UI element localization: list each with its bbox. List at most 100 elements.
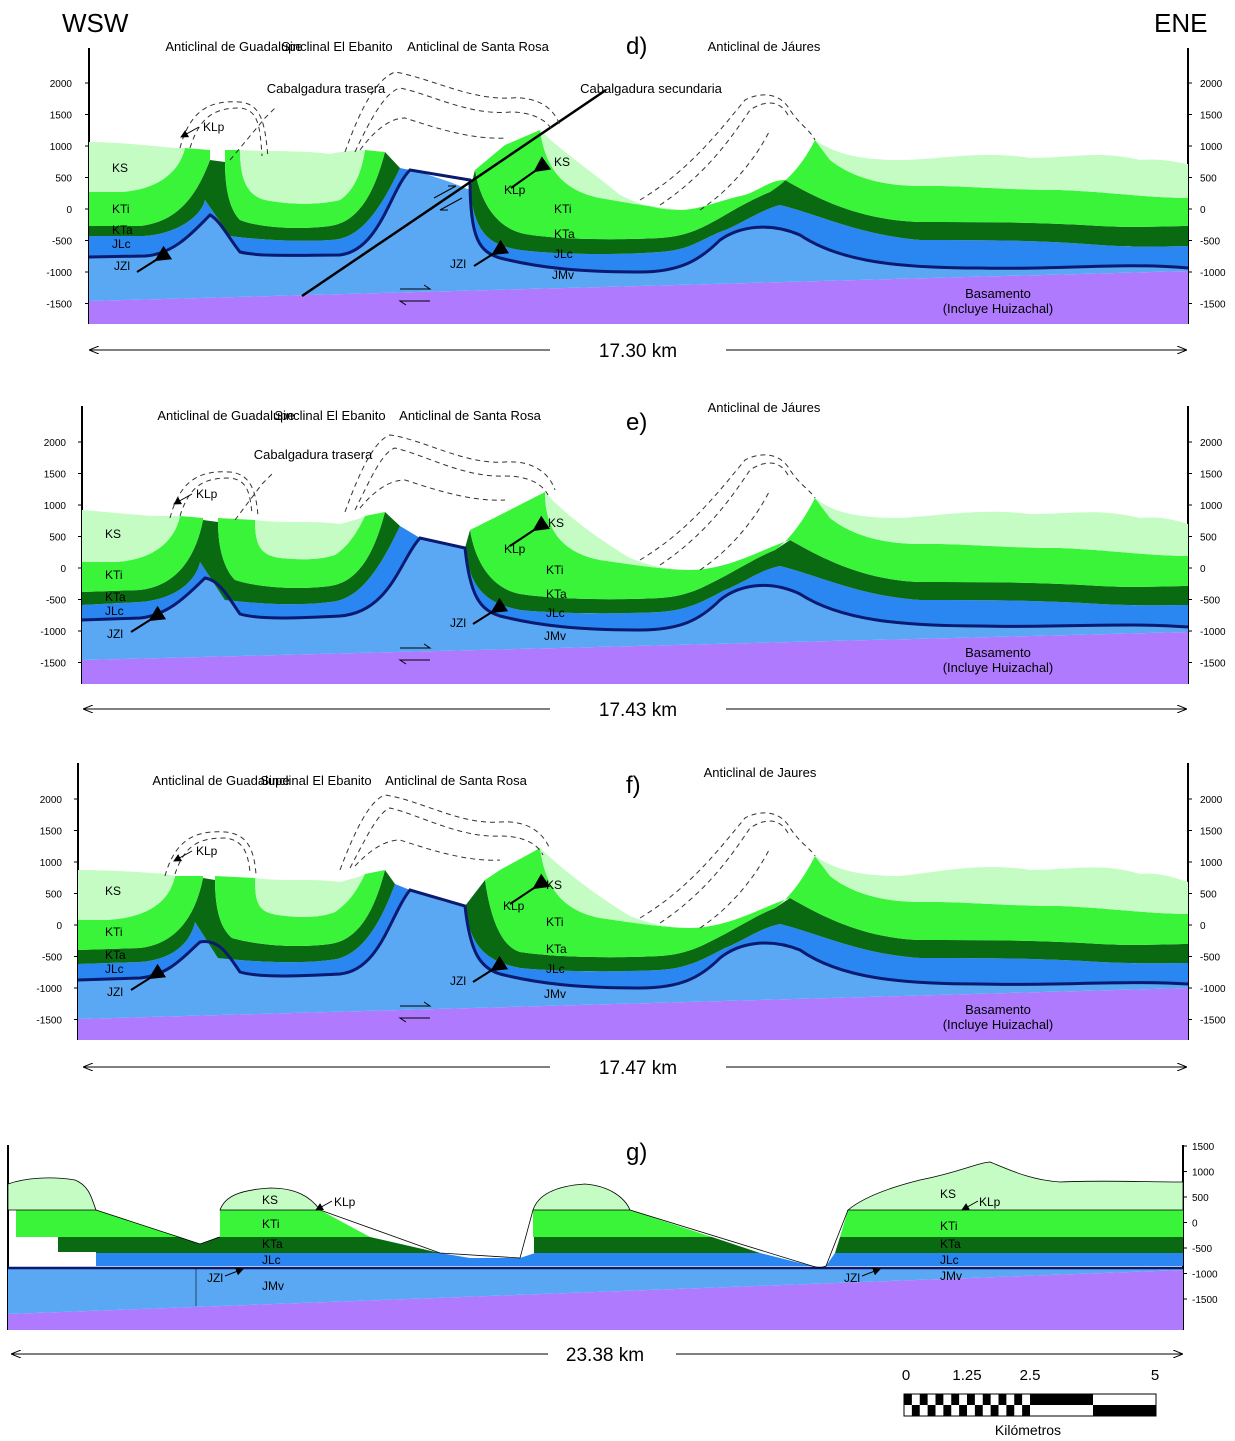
jlc-layer-east bbox=[465, 548, 1188, 630]
unit-label-klp: KLp bbox=[196, 844, 218, 858]
structure-label: Anticlinal de Santa Rosa bbox=[399, 408, 541, 423]
unit-label-jlc: JLc bbox=[262, 1253, 281, 1267]
ks-layer-west bbox=[78, 870, 175, 920]
unit-label-kta: KTa bbox=[546, 587, 567, 601]
kti-layer-east bbox=[475, 130, 1188, 240]
unit-label-ks: KS bbox=[548, 516, 564, 530]
ks-layer bbox=[7, 1177, 97, 1211]
y-tick-label-right: 1500 bbox=[1200, 470, 1223, 481]
y-tick-label-right: 2000 bbox=[1200, 79, 1223, 90]
y-tick-label-right: 1500 bbox=[1192, 1142, 1215, 1153]
unit-label-klp: KLp bbox=[504, 542, 526, 556]
y-tick-label-left: 1500 bbox=[40, 827, 63, 838]
basement-label: Basamento bbox=[965, 1002, 1031, 1017]
unit-label-kti: KTi bbox=[546, 915, 564, 929]
unit-label-klp: KLp bbox=[979, 1195, 1001, 1209]
y-tick-label-right: -500 bbox=[1200, 953, 1220, 964]
jlc-layer-east bbox=[470, 190, 1188, 272]
kti-layer-east-b bbox=[840, 1210, 1183, 1237]
y-tick-label-left: 2000 bbox=[40, 795, 63, 806]
ks-layer-east-b bbox=[815, 498, 1188, 556]
y-tick-label-left: 1000 bbox=[50, 142, 73, 153]
basement-sublabel: (Incluye Huizachal) bbox=[943, 660, 1054, 675]
fault-label: Cabalgadura secundaria bbox=[580, 81, 722, 96]
unit-label-jlc: JLc bbox=[554, 247, 573, 261]
kti-layer-east bbox=[470, 492, 1188, 600]
contact-arrow bbox=[472, 955, 509, 983]
structure-label: Anticlinal de Jáures bbox=[708, 39, 821, 54]
unit-label-jlc: JLc bbox=[940, 1253, 959, 1267]
kta-layer-mid bbox=[534, 1237, 760, 1253]
unit-label-kti: KTi bbox=[546, 563, 564, 577]
structure-label: Anticlinal de Guadalupe bbox=[152, 773, 289, 788]
unit-label-jmv: JMv bbox=[262, 1279, 284, 1293]
y-tick-label-left: 1000 bbox=[44, 501, 67, 512]
unit-label-jzl: JZl bbox=[114, 259, 130, 273]
jlc-layer-east bbox=[826, 1253, 1183, 1266]
unit-label-kti: KTi bbox=[554, 202, 572, 216]
kta-layer-east bbox=[465, 530, 1188, 614]
y-tick-label-left: -1000 bbox=[46, 268, 72, 279]
kti-layer-west bbox=[82, 516, 203, 592]
basement-layer bbox=[89, 271, 1188, 324]
unit-label-ks: KS bbox=[105, 884, 121, 898]
kta-layer-west bbox=[82, 512, 400, 605]
orientation-ene: ENE bbox=[1154, 8, 1207, 38]
unit-label-kti: KTi bbox=[105, 925, 123, 939]
kti-layer-mid bbox=[218, 512, 385, 588]
jmv-layer bbox=[8, 1268, 1183, 1314]
unit-label-jzl: JZl bbox=[450, 616, 466, 630]
distance-label-e: 17.43 km bbox=[599, 700, 677, 721]
unit-label-jzl: JZl bbox=[207, 1271, 223, 1285]
y-tick-label-left: 0 bbox=[56, 921, 62, 932]
contact-arrow bbox=[130, 605, 167, 633]
unit-label-ks: KS bbox=[546, 878, 562, 892]
structure-label: Anticlinal de Jaures bbox=[704, 765, 817, 780]
panel-e bbox=[81, 406, 1189, 684]
contact-arrow bbox=[173, 850, 193, 862]
ks-layer-west bbox=[82, 510, 180, 562]
ks-layer-mid bbox=[255, 516, 365, 560]
kta-layer-east bbox=[470, 170, 1188, 255]
jlc-layer-east bbox=[465, 906, 1188, 988]
distance-label-f: 17.47 km bbox=[599, 1058, 677, 1079]
y-tick-label-right: 1500 bbox=[1200, 111, 1223, 122]
kti-layer-mid bbox=[220, 1210, 370, 1237]
basement-sublabel: (Incluye Huizachal) bbox=[943, 301, 1054, 316]
y-tick-label-left: -1000 bbox=[40, 627, 66, 638]
y-tick-label-left: 2000 bbox=[44, 438, 67, 449]
y-tick-label-left: -500 bbox=[52, 237, 72, 248]
unit-label-kta: KTa bbox=[105, 948, 126, 962]
panel-d bbox=[88, 48, 1189, 324]
unit-label-ks: KS bbox=[112, 161, 128, 175]
structure-label: Anticlinal de Santa Rosa bbox=[407, 39, 549, 54]
y-tick-label-left: 1500 bbox=[44, 470, 67, 481]
orientation-wsw: WSW bbox=[62, 8, 129, 38]
unit-label-kta: KTa bbox=[940, 1237, 961, 1251]
unit-label-ks: KS bbox=[940, 1187, 956, 1201]
unit-label-jlc: JLc bbox=[112, 237, 131, 251]
jlc-layer-west bbox=[96, 1253, 812, 1266]
unit-label-ks: KS bbox=[554, 155, 570, 169]
contact-arrow bbox=[509, 515, 551, 547]
ks-layer-east-b bbox=[815, 140, 1188, 198]
y-tick-label-right: 500 bbox=[1192, 1193, 1209, 1204]
distance-label-g: 23.38 km bbox=[566, 1345, 644, 1366]
panel-label-f: f) bbox=[626, 772, 641, 799]
ks-layer-east-b bbox=[815, 856, 1188, 914]
ks-layer-mid bbox=[255, 874, 365, 917]
panel-label-d: d) bbox=[626, 33, 647, 60]
y-tick-label-right: 1000 bbox=[1192, 1168, 1215, 1179]
fault-label: Cabalgadura trasera bbox=[267, 81, 386, 96]
unit-label-jzl: JZl bbox=[107, 627, 123, 641]
contact-arrow bbox=[472, 597, 509, 625]
fault-label: Cabalgadura trasera bbox=[254, 447, 373, 462]
contact-arrow bbox=[509, 873, 551, 905]
y-tick-label-right: -1500 bbox=[1200, 300, 1226, 311]
panel-f bbox=[77, 763, 1189, 1040]
y-tick-label-left: -1500 bbox=[36, 1016, 62, 1027]
panel-g bbox=[7, 1145, 1184, 1330]
y-tick-label-right: 500 bbox=[1200, 174, 1217, 185]
contact-arrow bbox=[180, 126, 200, 138]
y-tick-label-right: -1000 bbox=[1200, 627, 1226, 638]
